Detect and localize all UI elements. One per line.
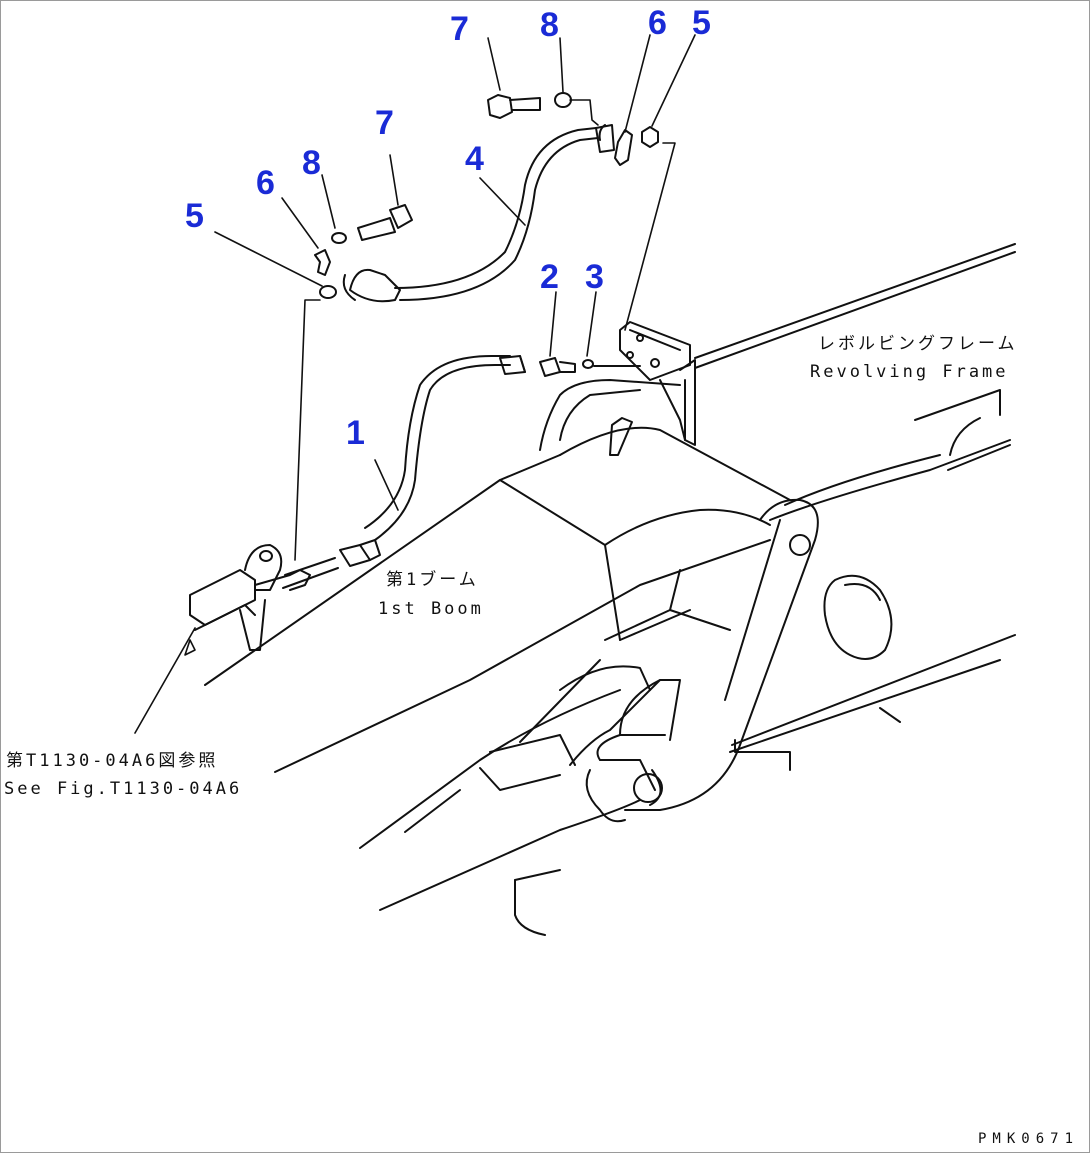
revolving-frame-label-en: Revolving Frame (810, 362, 1009, 382)
callout-7-mid: 7 (375, 104, 394, 142)
callout-8-mid: 8 (302, 144, 321, 182)
callout-6-right: 6 (648, 4, 667, 42)
reference-label-jp: 第T1130-04A6図参照 (6, 751, 219, 771)
callout-2: 2 (540, 258, 559, 296)
boom-body (204, 321, 893, 936)
callout-7-top: 7 (450, 10, 469, 48)
hose-1 (339, 354, 526, 567)
boom-label-jp: 第1ブーム (386, 570, 479, 590)
o-ring-3 (582, 359, 641, 369)
hose-4 (342, 124, 615, 303)
boom-clamp (189, 544, 339, 651)
revolving-frame-label-jp: レボルビングフレーム (818, 334, 1018, 354)
revolving-frame (694, 243, 1016, 771)
callout-3: 3 (585, 258, 604, 296)
callout-5-right: 5 (692, 4, 711, 42)
callout-6-left: 6 (256, 164, 275, 202)
left-fasteners (314, 204, 413, 299)
callout-8-top: 8 (540, 6, 559, 44)
reference-label-en: See Fig.T1130-04A6 (4, 779, 243, 799)
leader-lines (134, 34, 696, 734)
callout-4: 4 (465, 140, 484, 178)
drawing-code: PMK0671 (978, 1131, 1080, 1147)
callout-1: 1 (346, 414, 365, 452)
callout-5-left: 5 (185, 197, 204, 235)
connector-2 (539, 357, 576, 377)
boom-label-en: 1st Boom (378, 599, 484, 619)
